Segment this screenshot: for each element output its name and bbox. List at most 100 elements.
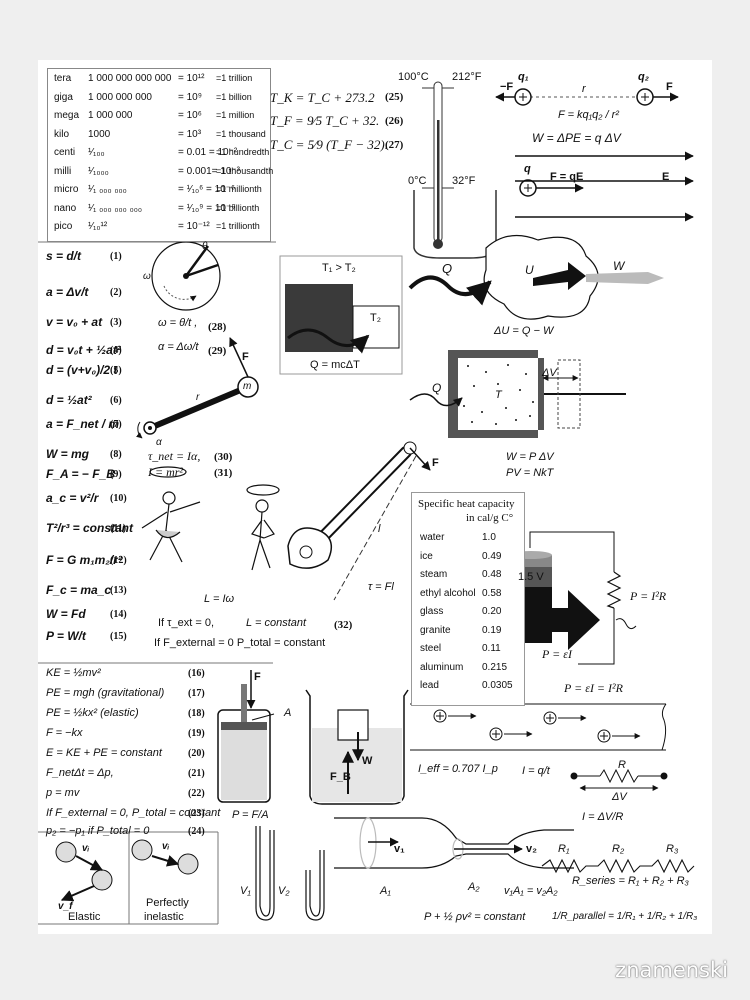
material-name: aluminum [420, 661, 464, 673]
prefix-word: =1 thousandth [216, 165, 274, 176]
prefix-number: ¹⁄₁ ₀₀₀ ₀₀₀ [88, 184, 127, 195]
first-law: ΔU = Q − W [494, 325, 554, 337]
prefix-word: =1 billion [216, 91, 252, 102]
charge-label: q₁ [518, 71, 529, 83]
power-full: P = εI = I²R [564, 681, 623, 695]
prefix-word: =1 millionth [216, 184, 262, 194]
area-label: A [284, 707, 292, 719]
current-formula: I = q/t [522, 765, 550, 777]
ohm-law: I = ΔV/R [582, 811, 624, 823]
resistor-label: R [618, 759, 626, 771]
manometer-diagram [255, 826, 325, 921]
condition-momentum: If F_external = 0 P_total = constant [154, 637, 326, 649]
material-name: glass [420, 606, 444, 617]
specific-heat-table: Specific heat capacity in cal/g C° water… [411, 492, 525, 706]
volume-change-label: ΔV [542, 367, 557, 379]
eq-number: (32) [334, 619, 353, 631]
material-name: ethyl alcohol [420, 587, 476, 599]
prefix-power: = ¹⁄₁₀⁹ = 10⁻⁹ [178, 202, 236, 214]
area-label: A₂ [468, 881, 480, 893]
pressure-formula: P = F/A [232, 809, 269, 821]
energy-formula: If F_external = 0, P_total = constant [46, 807, 221, 819]
velocity-label: vᵢ [162, 841, 170, 852]
current-strip-diagram [410, 703, 667, 751]
prefix-word: =1 thousand [216, 128, 266, 139]
work-pv-formula: W = P ΔV [506, 451, 554, 463]
resistor-label: R₁ [558, 843, 570, 855]
eq-number: (12) [110, 555, 127, 566]
torque-formula: τ_net = Iα, [148, 449, 201, 463]
angular-velocity-formula: ω = θ/t , [158, 317, 198, 329]
eq-number: (19) [188, 728, 205, 739]
mechanics-formula: P = W/t [46, 629, 86, 643]
force-label: F [666, 81, 673, 93]
prefix-number: ¹⁄₁₀₀ [88, 147, 105, 158]
eq-number: (15) [110, 631, 127, 642]
mechanics-formula: d = v₀t + ½at² [46, 343, 121, 357]
prefix-number: 1 000 000 000 000 [88, 73, 172, 84]
prefix-number: ¹⁄₁ ₀₀₀ ₀₀₀ ₀₀₀ [88, 202, 143, 214]
prefix-number: 1 000 000 000 [88, 91, 152, 103]
eq-number: (29) [208, 345, 227, 357]
eq-number: (10) [110, 493, 127, 504]
mechanics-formula: a = Δv/t [46, 285, 89, 299]
material-name: granite [420, 624, 451, 636]
formula-kelvin: T_K = T_C + 273.2 [270, 90, 375, 105]
eq-number: (23) [188, 808, 205, 819]
prefix-name: giga [54, 91, 73, 103]
prefix-number: 1000 [88, 128, 111, 140]
condition-torque: If τ_ext = 0, [158, 617, 215, 629]
mechanics-formula: F = G m₁m₂/r² [46, 553, 122, 567]
material-value: 0.19 [482, 624, 502, 636]
coulomb-law: F = kq₁q₂ / r² [558, 109, 619, 121]
thermometer [413, 81, 497, 259]
prefix-power: = 0.01 = 10⁻² [178, 147, 238, 158]
venturi-tube-diagram [334, 817, 574, 869]
eq-number: (11) [110, 523, 127, 534]
eq-number: (20) [188, 748, 205, 759]
prefix-word: =1 billionth [216, 202, 260, 213]
prefix-number: ¹⁄₁₀₀₀ [88, 165, 109, 177]
mechanics-formula: s = d/t [46, 249, 82, 263]
energy-formula: E = KE + PE = constant [46, 747, 162, 759]
weight-label: W [362, 755, 373, 767]
eq-number: (1) [110, 251, 122, 262]
material-value: 1.0 [482, 532, 496, 543]
volume-label: V₁ [240, 885, 251, 897]
lever-arm-label: l [378, 523, 381, 535]
piston-cylinder-diagram [409, 350, 626, 438]
angular-velocity-diagram [151, 241, 221, 311]
material-value: 0.49 [482, 550, 502, 562]
prefix-name: pico [54, 221, 73, 232]
prefix-name: micro [54, 184, 79, 195]
mechanics-formula: T²/r³ = constant [46, 521, 134, 535]
eq-number: (31) [214, 467, 233, 479]
collision-type: Perfectly [146, 897, 189, 909]
resistor-label: R₃ [666, 843, 679, 855]
eq-number: (3) [110, 317, 122, 328]
pressure-piston-diagram [217, 670, 275, 803]
material-name: lead [420, 680, 439, 691]
eq-number: (7) [110, 419, 122, 430]
coulomb-diagram [495, 88, 694, 222]
prefix-name: nano [54, 202, 77, 214]
voltage-label: ΔV [612, 791, 627, 803]
mechanics-formula: d = (v+v₀)/2 t [46, 363, 118, 377]
prefix-power: = 10³ [178, 128, 202, 140]
gas-law: PV = NkT [506, 467, 554, 479]
work-formula: W = ΔPE = q ΔV [532, 131, 621, 145]
material-value: 0.48 [482, 569, 502, 580]
collision-type: Elastic [68, 911, 101, 923]
material-value: 0.58 [482, 587, 502, 599]
velocity-label: v_f [58, 901, 73, 912]
force-label: F [432, 457, 439, 469]
effective-current: I_eff = 0.707 I_p [418, 763, 498, 775]
material-value: 0.20 [482, 606, 502, 617]
mechanics-formula: W = Fd [46, 607, 86, 621]
field-force-label: F = qE [550, 171, 584, 183]
thermo-100c: 100°C [398, 71, 429, 83]
watermark-text: znamenski [615, 958, 728, 982]
figure-skater-diagram [141, 466, 280, 571]
eq-number: (4) [110, 345, 122, 356]
energy-formula: p₂ = −p₁ if P_total = 0 [46, 825, 150, 837]
